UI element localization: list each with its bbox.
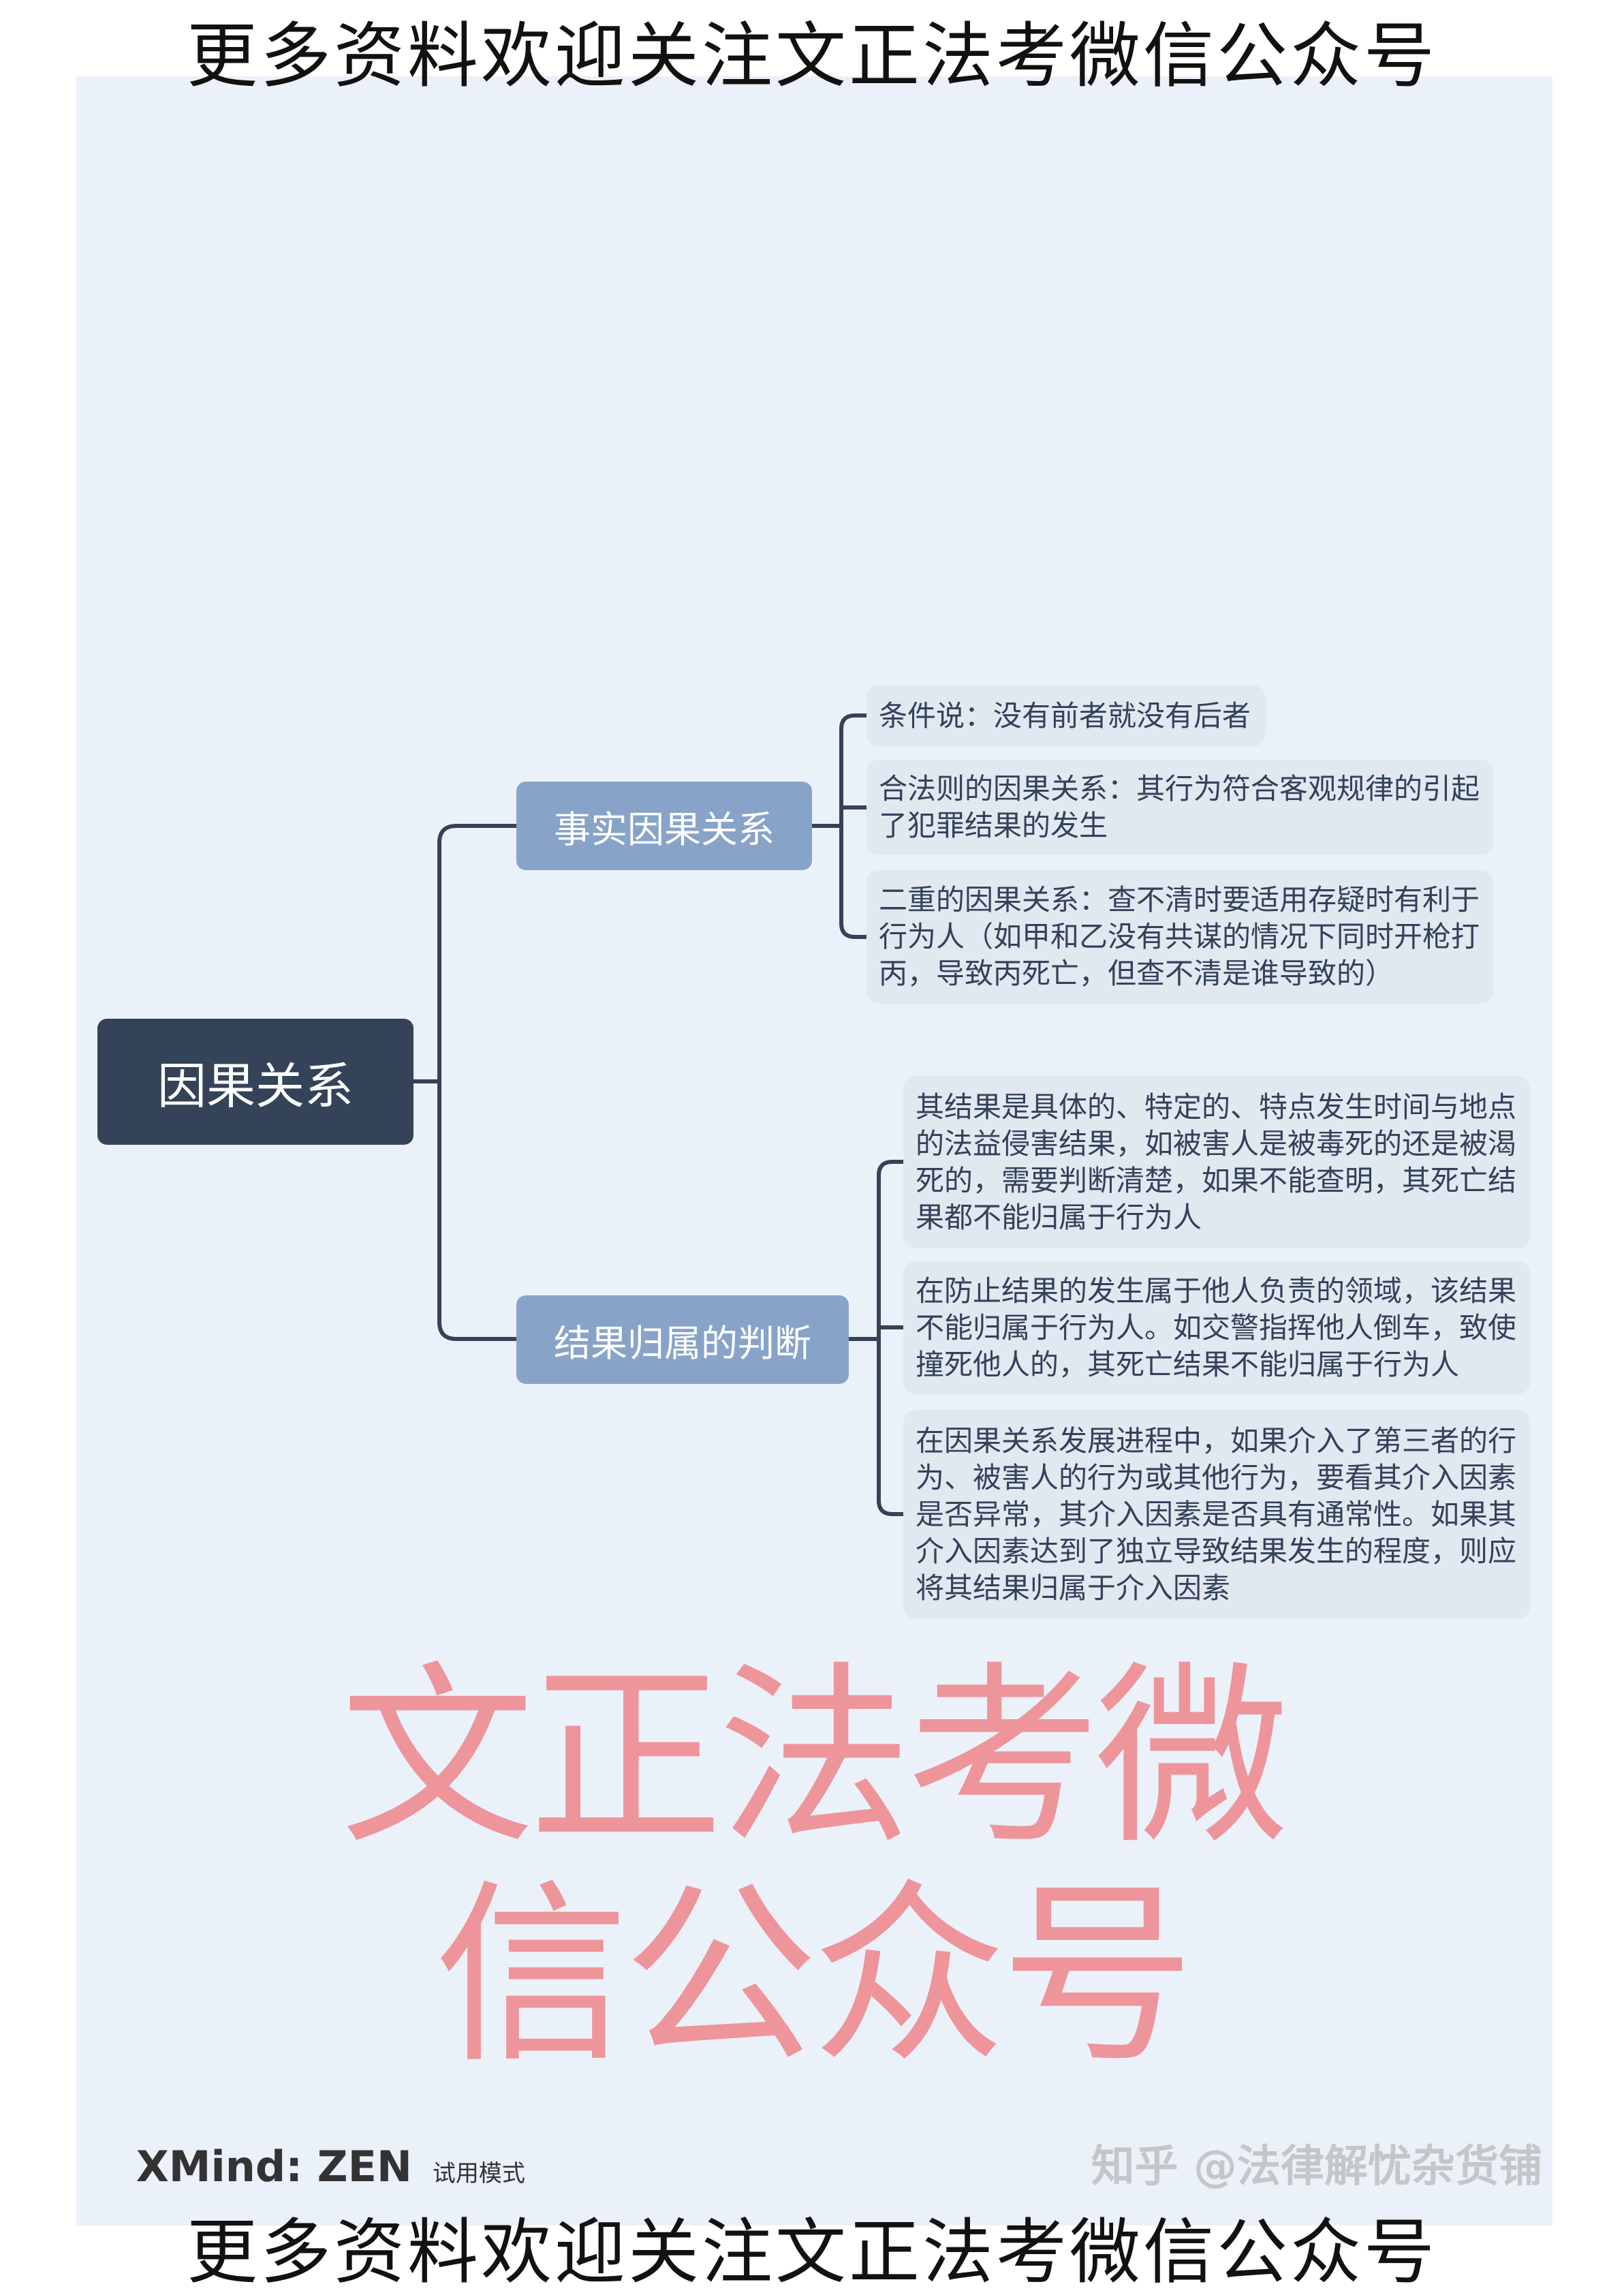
leaf-condition-theory[interactable]: 条件说：没有前者就没有后者 [866, 686, 1266, 746]
branch-result-attribution[interactable]: 结果归属的判断 [516, 1295, 849, 1384]
xmind-watermark: XMind: ZEN 试用模式 [136, 2140, 525, 2201]
red-watermark: 文正法考微信公众号 [340, 1645, 1290, 2089]
xmind-brand: XMind: ZEN [136, 2142, 412, 2191]
branch-factual-causation[interactable]: 事实因果关系 [516, 782, 812, 870]
leaf-dual-causation[interactable]: 二重的因果关系：查不清时要适用存疑时有利于行为人（如甲和乙没有共谋的情况下同时开… [866, 870, 1493, 1004]
top-banner: 更多资料欢迎关注文正法考微信公众号 [186, 14, 1437, 97]
leaf-lawful-causation[interactable]: 合法则的因果关系：其行为符合客观规律的引起了犯罪结果的发生 [866, 760, 1493, 855]
xmind-trial-mode: 试用模式 [432, 2160, 525, 2187]
leaf-others-responsibility[interactable]: 在防止结果的发生属于他人负责的领域，该结果不能归属于行为人。如交警指挥他人倒车，… [903, 1261, 1530, 1394]
root-topic[interactable]: 因果关系 [97, 1019, 413, 1145]
zhihu-watermark: 知乎 @法律解忧杂货铺 [1091, 2142, 1542, 2192]
leaf-intervening-factor[interactable]: 在因果关系发展进程中，如果介入了第三者的行为、被害人的行为或其他行为，要看其介入… [903, 1410, 1530, 1619]
leaf-specific-result[interactable]: 其结果是具体的、特定的、特点发生时间与地点的法益侵害结果，如被害人是被毒死的还是… [903, 1076, 1530, 1248]
bottom-banner: 更多资料欢迎关注文正法考微信公众号 [186, 2211, 1437, 2294]
